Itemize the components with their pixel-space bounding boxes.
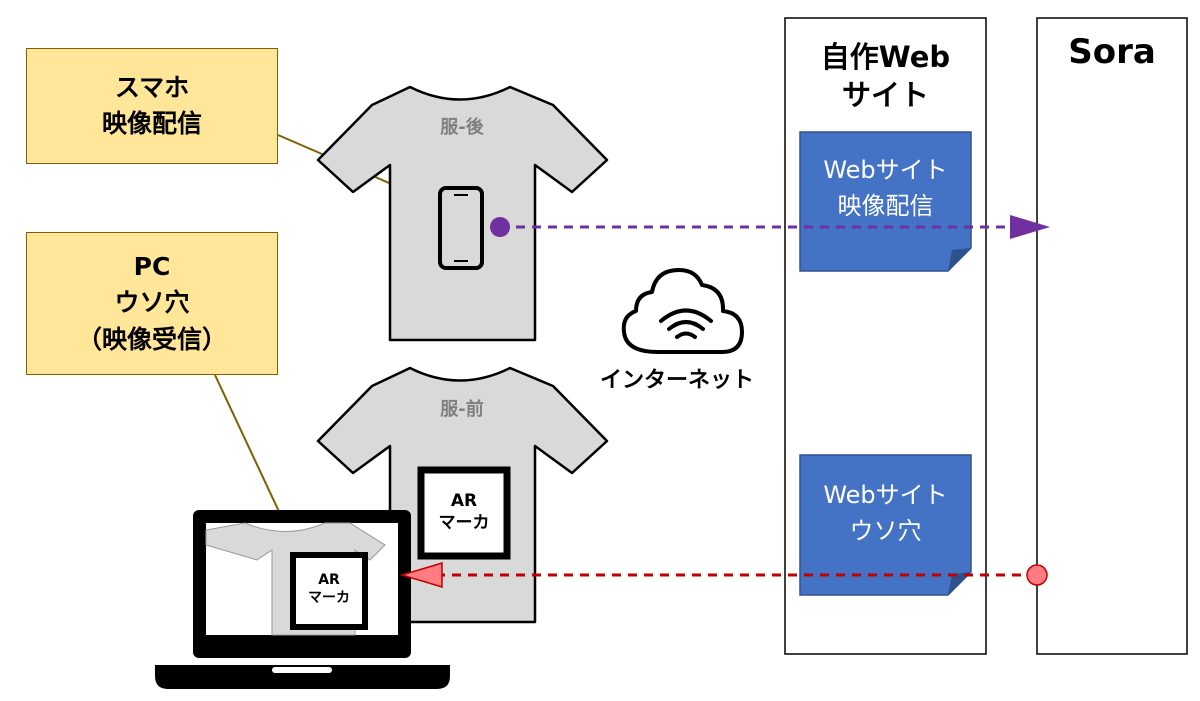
ar-marker-front-line2: マーカ bbox=[438, 513, 490, 534]
send-arrow-head bbox=[1010, 215, 1050, 239]
ar-marker-front-text: AR マーカ bbox=[421, 490, 507, 534]
ar-marker-front bbox=[417, 466, 511, 560]
note-hole-fold bbox=[948, 572, 971, 595]
send-arrow-start-dot bbox=[490, 217, 510, 237]
internet-label: インターネット bbox=[600, 368, 755, 393]
laptop-icon bbox=[155, 510, 450, 689]
note-broadcast-text: Webサイト 映像配信 bbox=[800, 152, 971, 224]
note-broadcast-line2: 映像配信 bbox=[837, 192, 934, 220]
note-hole-line2: ウソ穴 bbox=[849, 517, 922, 545]
note-broadcast-line1: Webサイト bbox=[823, 156, 948, 184]
ar-marker-front-line1: AR bbox=[450, 491, 478, 511]
pc-callout: PC ウソ穴 （映像受信） bbox=[26, 232, 278, 375]
pc-callout-line3: （映像受信） bbox=[76, 324, 227, 354]
smartphone-callout-line2: 映像配信 bbox=[101, 109, 202, 138]
shirt-back-label: 服-後 bbox=[440, 117, 484, 138]
tshirt-back-icon bbox=[316, 85, 609, 342]
ar-marker-laptop-line2: マーカ bbox=[308, 590, 350, 607]
smartphone-callout: スマホ 映像配信 bbox=[26, 48, 278, 164]
note-broadcast-fold bbox=[948, 248, 971, 271]
smartphone-icon bbox=[438, 186, 484, 270]
ar-marker-laptop-line1: AR bbox=[318, 572, 340, 588]
note-hole-text: Webサイト ウソ穴 bbox=[800, 477, 971, 549]
receive-arrow-head bbox=[399, 561, 443, 589]
cloud-wifi-icon bbox=[621, 268, 744, 354]
website-title-line2: サイト bbox=[841, 78, 929, 113]
website-column-title: 自作Web サイト bbox=[785, 38, 986, 115]
sora-column bbox=[1036, 17, 1188, 655]
receive-arrow-start-dot bbox=[1026, 564, 1048, 586]
pc-callout-line2: ウソ穴 bbox=[114, 288, 190, 318]
smartphone-callout-line1: スマホ bbox=[114, 72, 190, 102]
shirt-front-label: 服-前 bbox=[440, 399, 484, 420]
website-title-line1: 自作Web bbox=[820, 40, 951, 74]
note-hole-line1: Webサイト bbox=[823, 481, 948, 509]
sora-column-title: Sora bbox=[1068, 32, 1156, 72]
ar-marker-laptop-text: AR マーカ bbox=[293, 571, 365, 607]
pc-callout-line1: PC bbox=[133, 252, 171, 282]
